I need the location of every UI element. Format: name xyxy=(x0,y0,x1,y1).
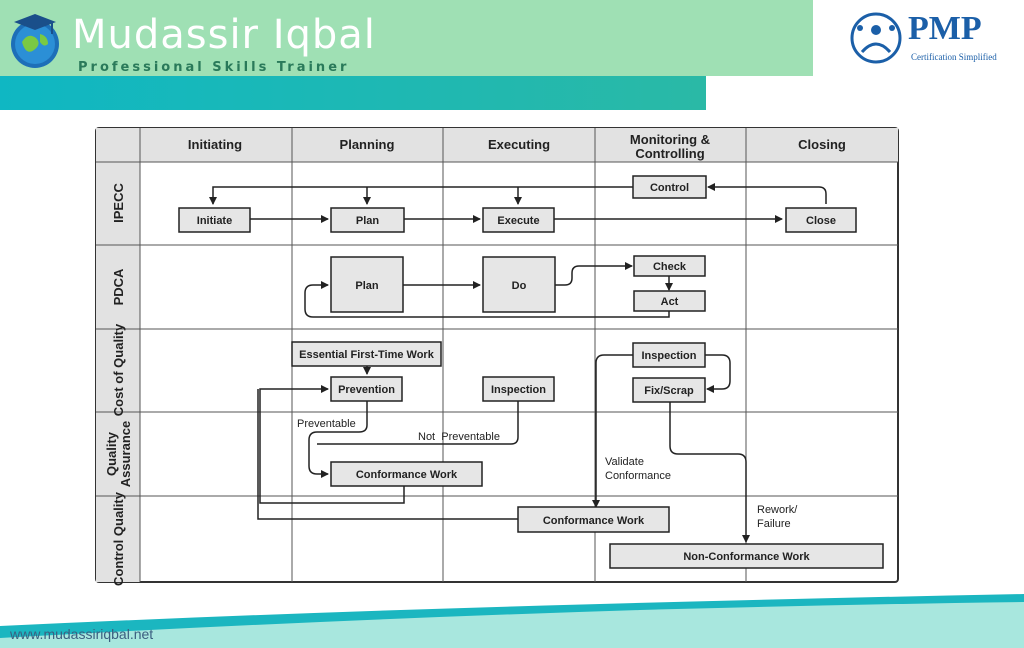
pmp-logo-icon xyxy=(850,12,902,64)
svg-text:Act: Act xyxy=(661,296,679,308)
column-header-initiating: Initiating xyxy=(188,137,242,152)
svg-text:Inspection: Inspection xyxy=(491,384,546,396)
box-non-conformance-work: Non-Conformance Work xyxy=(609,543,884,569)
svg-text:Non-Conformance Work: Non-Conformance Work xyxy=(683,551,810,563)
box-close: Close xyxy=(785,207,857,233)
header-band xyxy=(0,0,813,76)
brand-tagline: Professional Skills Trainer xyxy=(78,60,350,75)
pmp-logo-text: PMP xyxy=(908,10,982,47)
box-act: Act xyxy=(633,290,706,312)
box-conformance-work-qa: Conformance Work xyxy=(330,461,483,487)
footer-wave xyxy=(0,594,1024,648)
svg-text:Initiate: Initiate xyxy=(197,215,232,227)
svg-text:Plan: Plan xyxy=(356,215,380,227)
box-execute: Execute xyxy=(482,207,555,233)
svg-text:Conformance Work: Conformance Work xyxy=(356,469,458,481)
column-header-band xyxy=(96,128,898,162)
column-header-closing: Closing xyxy=(798,137,846,152)
box-prevention: Prevention xyxy=(330,376,403,402)
box-control: Control xyxy=(632,175,707,199)
box-plan-ipecc: Plan xyxy=(330,207,405,233)
box-essential-first-time-work: Essential First-Time Work xyxy=(291,341,442,367)
row-header-ipecc: IPECC xyxy=(111,183,126,223)
svg-text:Inspection: Inspection xyxy=(641,350,696,362)
column-header-planning: Planning xyxy=(340,137,395,152)
box-fix-scrap: Fix/Scrap xyxy=(632,377,706,403)
column-header-executing: Executing xyxy=(488,137,550,152)
row-header-quality-assurance: QualityAssurance xyxy=(104,421,133,487)
label-conformance: Conformance xyxy=(605,470,671,482)
connector-lines xyxy=(209,183,827,543)
row-header-cost-of-quality: Cost of Quality xyxy=(111,323,126,416)
svg-text:Check: Check xyxy=(653,261,687,273)
box-conformance-work-cq: Conformance Work xyxy=(517,506,670,533)
svg-text:Conformance Work: Conformance Work xyxy=(543,515,645,527)
row-header-control-quality: Control Quality xyxy=(111,491,126,586)
svg-text:Control: Control xyxy=(650,182,689,194)
box-plan-pdca: Plan xyxy=(330,256,404,313)
graduation-globe-icon xyxy=(11,14,59,68)
label-preventable: Preventable xyxy=(297,418,356,430)
label-failure: Failure xyxy=(757,518,791,530)
row-header-pdca: PDCA xyxy=(111,268,126,305)
svg-text:Close: Close xyxy=(806,215,836,227)
pmp-logo-subtitle: Certification Simplified xyxy=(911,52,997,62)
box-check: Check xyxy=(633,255,706,277)
footer-website-link[interactable]: www.mudassiriqbal.net xyxy=(10,626,154,642)
row-header-band xyxy=(96,128,140,582)
box-inspection-monitoring: Inspection xyxy=(632,342,706,368)
box-do: Do xyxy=(482,256,556,313)
label-not-preventable: Not Preventable xyxy=(418,431,500,443)
svg-text:Fix/Scrap: Fix/Scrap xyxy=(644,385,694,397)
svg-text:Execute: Execute xyxy=(497,215,539,227)
svg-text:Prevention: Prevention xyxy=(338,384,395,396)
label-rework: Rework/ xyxy=(757,504,798,516)
label-validate: Validate xyxy=(605,456,644,468)
box-initiate: Initiate xyxy=(178,207,251,233)
brand-name: Mudassir Iqbal xyxy=(72,12,376,58)
column-header-monitoring: Monitoring &Controlling xyxy=(630,132,710,161)
header-accent-bar xyxy=(0,76,706,110)
svg-text:Do: Do xyxy=(512,280,527,292)
svg-text:Essential First-Time Work: Essential First-Time Work xyxy=(299,349,435,361)
box-inspection-cost-of-quality: Inspection xyxy=(482,376,555,402)
svg-text:Plan: Plan xyxy=(355,280,379,292)
